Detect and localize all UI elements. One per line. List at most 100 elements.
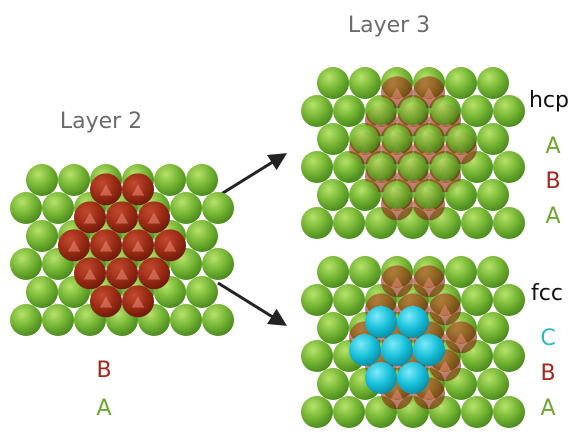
hollow-marker (422, 388, 436, 400)
layer-a-sphere (445, 256, 477, 288)
hollow-marker (390, 276, 404, 288)
layer-a-sphere (477, 312, 509, 344)
fcc-stack-letter: B (540, 361, 555, 386)
layer-a-sphere-top (431, 153, 459, 181)
hollow-marker (83, 268, 97, 280)
layer-c-sphere (365, 306, 397, 338)
fcc-packing (301, 256, 525, 428)
hollow-marker (131, 296, 145, 308)
layer-a-sphere (10, 304, 42, 336)
layer-a-sphere (445, 67, 477, 99)
layer-a-sphere (477, 123, 509, 155)
layer-a-sphere (477, 67, 509, 99)
arrow-to-fcc (217, 281, 288, 326)
layer-a-sphere (26, 220, 58, 252)
layer-a-sphere (42, 304, 74, 336)
layer-a-sphere-top (383, 181, 411, 209)
layer-a-sphere (301, 95, 333, 127)
layer-a-sphere (461, 284, 493, 316)
layer-a-sphere-top (447, 181, 475, 209)
layer-a-sphere (493, 207, 525, 239)
hollow-marker (99, 240, 113, 252)
hollow-marker (390, 388, 404, 400)
layer-a-sphere (477, 368, 509, 400)
layer-a-sphere-top (335, 153, 363, 181)
layer-a-sphere (301, 340, 333, 372)
layer-a-sphere-top (399, 153, 427, 181)
hcp-label: hcp (529, 88, 569, 113)
layer-c-sphere (413, 334, 445, 366)
layer-a-sphere (317, 256, 349, 288)
layer-c-sphere (397, 306, 429, 338)
layer-a-sphere (349, 67, 381, 99)
layer-a-sphere-top (335, 97, 363, 125)
hollow-marker (422, 276, 436, 288)
layer-a-sphere (493, 340, 525, 372)
layer-a-sphere-top (367, 97, 395, 125)
layer-a-sphere (333, 284, 365, 316)
hcp-stack-letter: B (545, 169, 560, 194)
layer-a-sphere (493, 151, 525, 183)
layer-a-sphere-top (351, 125, 379, 153)
layer2-stack-letter: A (96, 396, 111, 421)
hollow-marker (147, 212, 161, 224)
layer-a-sphere (317, 312, 349, 344)
layer-a-sphere (301, 151, 333, 183)
layer-a-sphere (202, 192, 234, 224)
layer-a-sphere (333, 396, 365, 428)
layer-a-sphere (58, 164, 90, 196)
fcc-stack-letter: A (540, 396, 555, 421)
layer-a-sphere (493, 284, 525, 316)
hollow-marker (454, 332, 468, 344)
hollow-marker (390, 87, 404, 99)
hollow-marker (83, 212, 97, 224)
layer-c-sphere (397, 362, 429, 394)
layer-a-sphere-top (351, 181, 379, 209)
layer2-packing (10, 164, 234, 336)
layer-a-sphere (317, 123, 349, 155)
hcp-packing (301, 67, 525, 239)
hollow-marker (131, 240, 145, 252)
layer-a-sphere (301, 396, 333, 428)
hollow-marker (438, 360, 452, 372)
layer-a-sphere-top (399, 97, 427, 125)
layer-a-sphere (26, 276, 58, 308)
layer-a-sphere (10, 192, 42, 224)
layer-a-sphere (349, 256, 381, 288)
layer-a-sphere (317, 179, 349, 211)
layer-a-sphere (301, 207, 333, 239)
layer-c-sphere (365, 362, 397, 394)
layer-a-sphere-top (447, 125, 475, 153)
layer-a-sphere (186, 276, 218, 308)
layer-a-sphere (10, 248, 42, 280)
layer-a-sphere (186, 220, 218, 252)
hcp-stack-letter: A (545, 134, 560, 159)
layer-a-sphere-top (415, 125, 443, 153)
hollow-marker (438, 304, 452, 316)
hollow-marker (131, 184, 145, 196)
fcc-stack-letter: C (540, 326, 555, 351)
hollow-marker (67, 240, 81, 252)
layer-a-sphere (317, 67, 349, 99)
layer-a-sphere (202, 248, 234, 280)
layer-a-sphere (461, 396, 493, 428)
layer3-title: Layer 3 (348, 13, 430, 38)
layer-a-sphere-top (415, 181, 443, 209)
layer-a-sphere (154, 164, 186, 196)
layer-a-sphere (170, 304, 202, 336)
layer-a-sphere (333, 207, 365, 239)
hollow-marker (99, 296, 113, 308)
hollow-marker (163, 240, 177, 252)
fcc-label: fcc (531, 281, 563, 306)
layer-a-sphere (493, 95, 525, 127)
layer-a-sphere (301, 284, 333, 316)
arrow-to-hcp (217, 153, 288, 198)
layer-a-sphere (202, 304, 234, 336)
layer-a-sphere (477, 179, 509, 211)
layer-a-sphere (26, 164, 58, 196)
hollow-marker (99, 184, 113, 196)
layer-a-sphere (170, 192, 202, 224)
hollow-marker (147, 268, 161, 280)
hollow-marker (422, 87, 436, 99)
